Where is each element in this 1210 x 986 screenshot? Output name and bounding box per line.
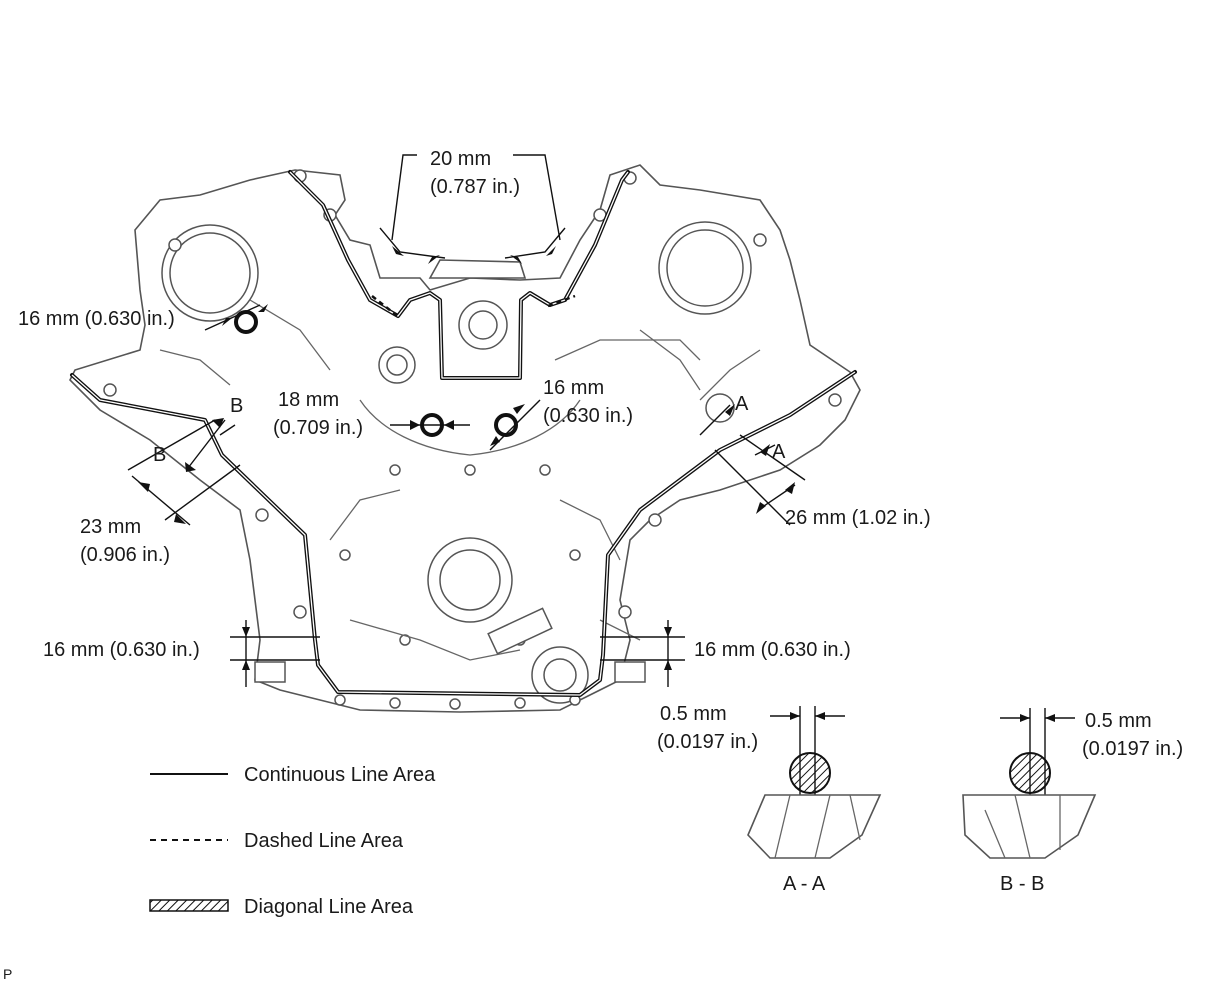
bead-cross-section-b [1009, 752, 1051, 794]
label-left-in: (0.906 in.) [80, 544, 170, 566]
label-top-center-in: (0.787 in.) [430, 176, 520, 198]
section-bb-in: (0.0197 in.) [1082, 738, 1183, 760]
seal-bead-dashed [371, 294, 576, 319]
label-upper-left: 16 mm (0.630 in.) [18, 308, 175, 330]
legend-dashed-label: Dashed Line Area [244, 830, 404, 852]
section-bb-mm: 0.5 mm [1085, 710, 1152, 732]
label-bottom-right: 16 mm (0.630 in.) [694, 639, 851, 661]
section-marker-b-upper: B [230, 395, 243, 417]
section-marker-a-lower: A [772, 441, 786, 463]
section-b-b: 0.5 mm (0.0197 in.) B - B [962, 708, 1183, 895]
section-aa-label: A - A [783, 873, 826, 895]
label-mid-left-in: (0.709 in.) [273, 417, 363, 439]
cover-body [69, 164, 861, 713]
label-bottom-left: 16 mm (0.630 in.) [43, 639, 200, 661]
section-aa-in: (0.0197 in.) [657, 731, 758, 753]
label-left-mm: 23 mm [80, 516, 141, 538]
legend-continuous-label: Continuous Line Area [244, 764, 436, 786]
cover-details [103, 169, 842, 710]
seal-bead-continuous [70, 170, 857, 697]
section-marker-b-lower: B [153, 444, 166, 466]
legend-diagonal-label: Diagonal Line Area [244, 896, 414, 918]
section-bb-label: B - B [1000, 873, 1044, 895]
label-right: 26 mm (1.02 in.) [785, 507, 931, 529]
label-mid-right-in: (0.630 in.) [543, 405, 633, 427]
legend-diagonal-swatch [149, 899, 229, 912]
legend: Continuous Line Area Dashed Line Area Di… [149, 764, 436, 918]
dimension-labels: 20 mm (0.787 in.) 16 mm (0.630 in.) 18 m… [18, 148, 931, 661]
section-aa-mm: 0.5 mm [660, 703, 727, 725]
footer-mark: P [3, 966, 12, 982]
dimension-lines [127, 154, 806, 687]
bead-cross-section-a [789, 752, 831, 794]
label-top-center-mm: 20 mm [430, 148, 491, 170]
section-marker-a-upper: A [735, 393, 749, 415]
label-mid-right-mm: 16 mm [543, 377, 604, 399]
label-mid-left-mm: 18 mm [278, 389, 339, 411]
section-a-a: 0.5 mm (0.0197 in.) A - A [657, 703, 882, 895]
